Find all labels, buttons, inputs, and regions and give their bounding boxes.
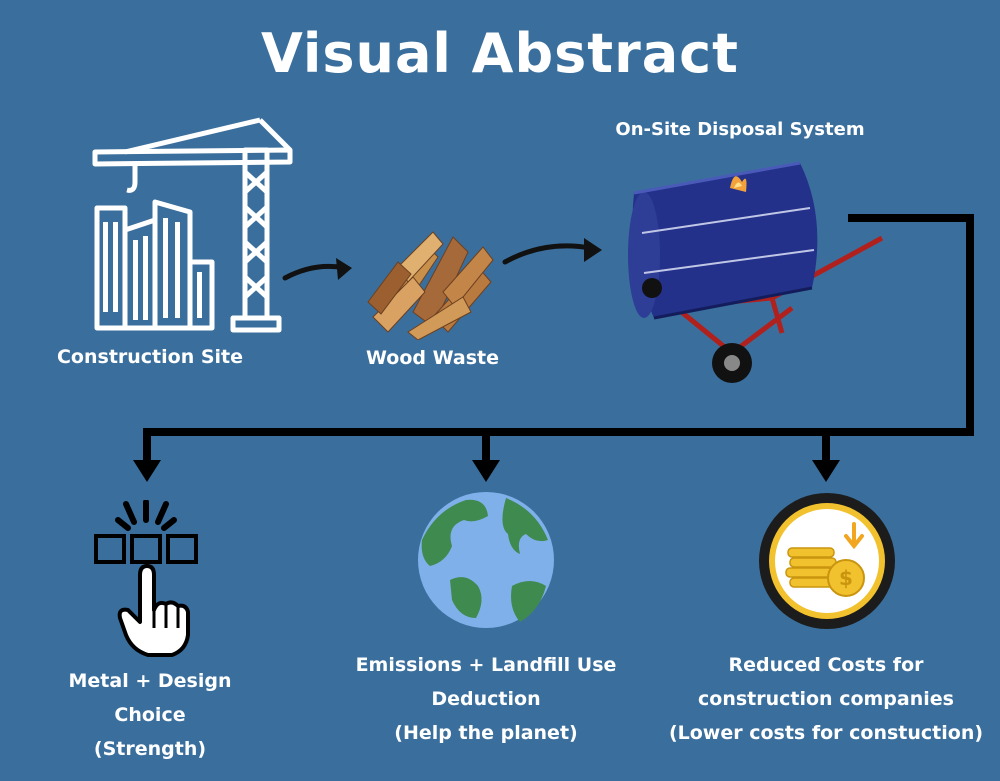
reduced-costs-label: Reduced Costs for construction companies… — [666, 648, 986, 750]
page-title: Visual Abstract — [261, 22, 739, 85]
wood-chips-icon — [367, 231, 494, 340]
crane-buildings-icon — [92, 117, 293, 333]
arrow-head-planet — [472, 460, 500, 482]
burn-barrel-cart-icon — [628, 161, 884, 383]
costs-line2: construction companies — [698, 688, 954, 710]
hand-click-boxes-icon — [94, 500, 198, 657]
disposal-system-label: On-Site Disposal System — [615, 119, 865, 140]
wood-waste-label: Wood Waste — [366, 347, 499, 369]
metal-design-line1: Metal + Design Choice — [68, 670, 232, 726]
emissions-line3: (Help the planet) — [394, 722, 578, 744]
arrow-head-site-to-wood — [336, 258, 352, 280]
emissions-line2: Deduction — [431, 688, 541, 710]
arrow-wood-to-barrel — [502, 243, 593, 265]
costs-line1: Reduced Costs for — [728, 654, 924, 676]
costs-line3: (Lower costs for constuction) — [668, 722, 984, 744]
metal-design-line2: (Strength) — [93, 738, 207, 760]
metal-design-choice-label: Metal + Design Choice (Strength) — [30, 664, 270, 766]
coins-dollar-icon: $ — [759, 493, 895, 629]
arrow-head-wood-to-barrel — [584, 238, 602, 262]
arrow-head-metal — [133, 460, 161, 482]
connector-main-line — [143, 214, 974, 462]
arrow-head-costs — [812, 460, 840, 482]
dollar-sign-icon: $ — [839, 566, 853, 590]
globe-icon — [418, 492, 554, 628]
emissions-landfill-label: Emissions + Landfill Use Deduction (Help… — [345, 648, 627, 750]
emissions-line1: Emissions + Landfill Use — [355, 654, 617, 676]
construction-site-label: Construction Site — [56, 346, 244, 368]
